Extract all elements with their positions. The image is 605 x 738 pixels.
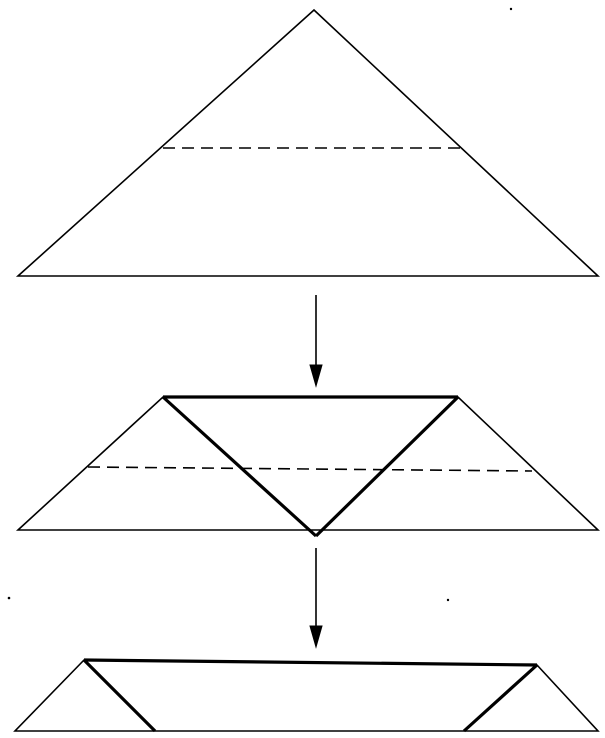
speck xyxy=(446,598,450,602)
step-2-trapezoid-outline xyxy=(15,396,601,531)
step-3-figure xyxy=(13,658,600,733)
step-2-figure xyxy=(15,395,601,538)
step-2-right-flap-crease xyxy=(314,395,460,538)
step-3-right-flap-crease xyxy=(462,663,539,733)
step-1-triangle-outline xyxy=(15,8,601,277)
speck xyxy=(509,7,513,11)
step-3-trapezoid-outline xyxy=(13,659,600,732)
arrow-2 xyxy=(309,548,323,649)
arrow-2-head xyxy=(309,625,323,649)
step-1-triangle-figure xyxy=(15,8,601,277)
speck xyxy=(7,596,11,600)
arrow-1 xyxy=(309,295,323,388)
step-2-fold-line xyxy=(87,466,533,472)
step-2-left-flap-crease xyxy=(161,395,318,538)
step-3-left-flap-crease xyxy=(82,658,157,733)
step-3-top-edge xyxy=(83,658,538,667)
scan-specks xyxy=(7,7,513,602)
arrow-1-head xyxy=(309,364,323,388)
